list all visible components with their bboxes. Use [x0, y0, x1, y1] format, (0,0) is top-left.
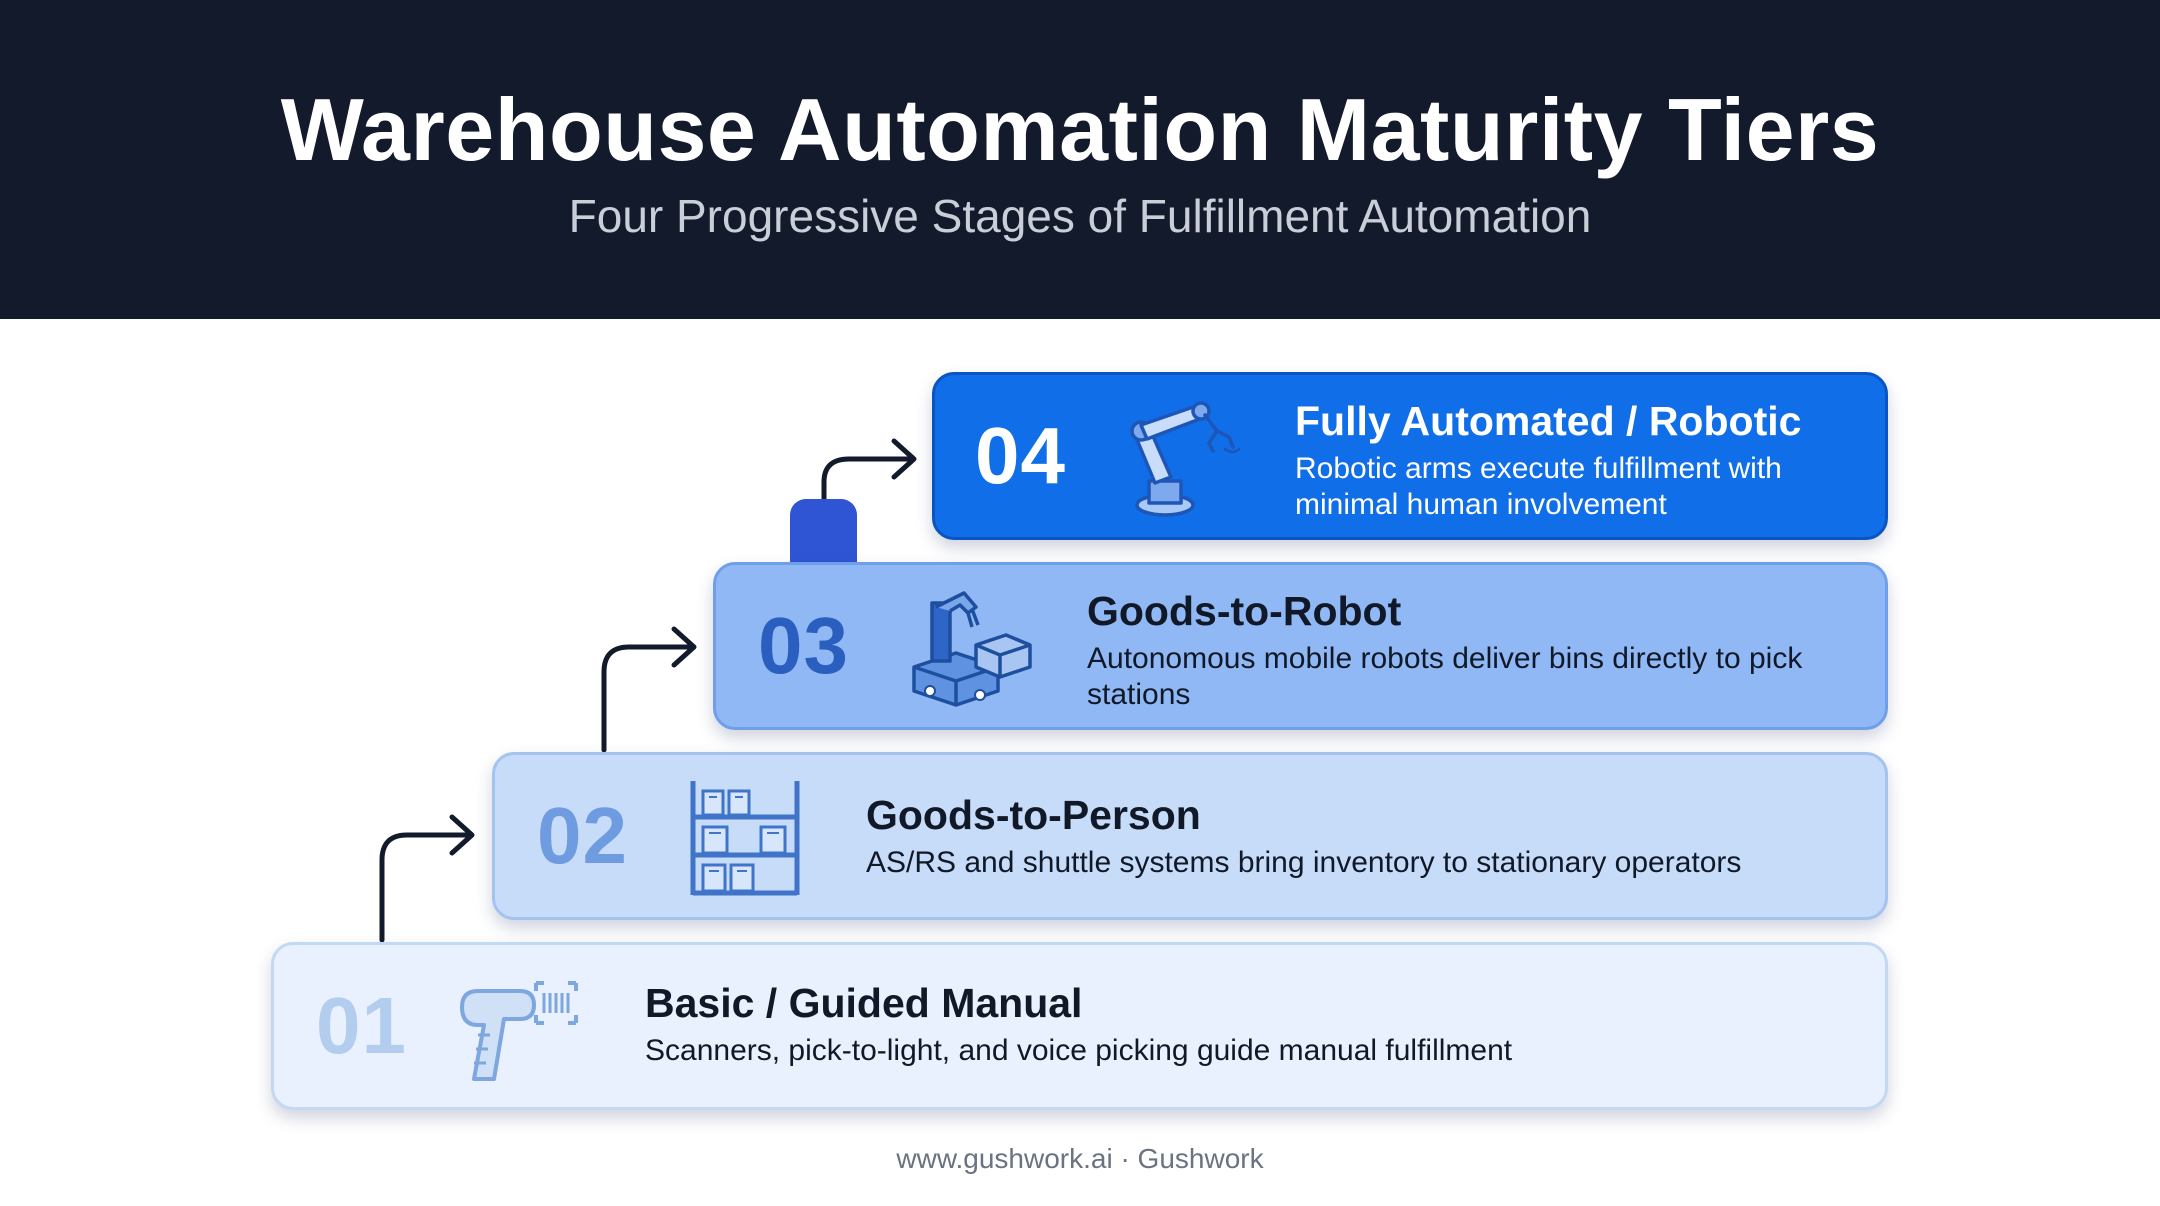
tier-description: Scanners, pick-to-light, and voice picki…: [645, 1034, 1513, 1067]
tier-card-03: 03 Goods-to-Robot Autonomous mobile robo…: [713, 562, 1888, 730]
tier-number: 02: [537, 791, 628, 880]
tier-description: Autonomous mobile robots deliver bins di…: [1087, 642, 1803, 711]
tier-description: AS/RS and shuttle systems bring inventor…: [866, 846, 1742, 879]
connector-arrow-1-2: [379, 832, 473, 943]
connector-arrow-3-4: [821, 456, 915, 503]
tier-number: 01: [316, 981, 407, 1070]
footer-credit: www.gushwork.ai · Gushwork: [896, 1143, 1264, 1174]
storage-rack-icon: [685, 775, 805, 906]
connector-arrow-1-2-head: [449, 814, 475, 856]
tier-title: Goods-to-Robot: [1087, 588, 1402, 634]
page-subtitle: Four Progressive Stages of Fulfillment A…: [568, 190, 1592, 242]
page-title: Warehouse Automation Maturity Tiers: [280, 80, 1880, 179]
tier-card-01: 01 Basic / Guided Manual Scanners, pick-…: [271, 942, 1888, 1110]
mobile-robot-icon: [906, 583, 1036, 718]
tier-description: Robotic arms execute fulfillment with mi…: [1295, 452, 1782, 521]
tier-title: Basic / Guided Manual: [645, 980, 1083, 1026]
robotic-arm-icon: [1121, 395, 1251, 526]
header-banner: Warehouse Automation Maturity Tiers Four…: [0, 0, 2160, 319]
barcode-scanner-icon: [454, 965, 584, 1096]
tier-card-04: 04 Fully Automated / Robotic Robotic arm…: [932, 372, 1888, 540]
tier-title: Goods-to-Person: [866, 792, 1201, 838]
tier-number: 03: [758, 601, 849, 690]
tier-card-02: 02 Goods-to-Person AS/RS and shuttle sys…: [492, 752, 1888, 920]
connector-arrow-2-3-head: [671, 626, 697, 668]
tier-title: Fully Automated / Robotic: [1295, 398, 1802, 444]
connector-arrow-2-3: [601, 644, 695, 753]
connector-arrow-3-4-head: [891, 438, 917, 480]
tier-number: 04: [975, 411, 1066, 500]
